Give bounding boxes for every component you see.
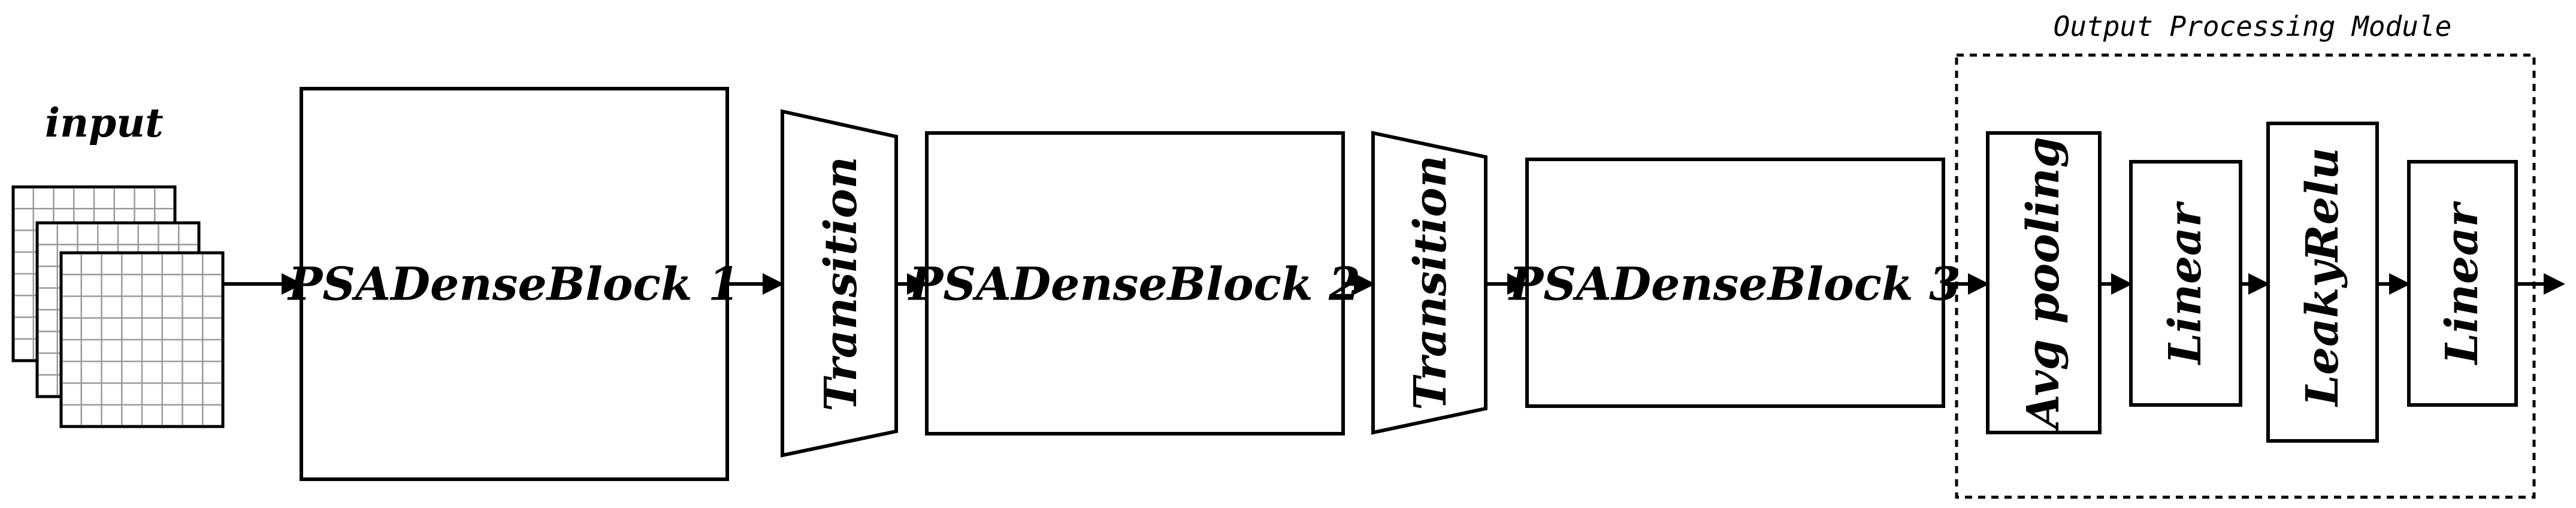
transition-2: Transition: [1371, 131, 1487, 435]
psa-dense-block-1-label: PSADenseBlock 1: [287, 258, 740, 311]
transition-2-label: Transition: [1405, 155, 1456, 410]
output-processing-module: Output Processing Module Avg pooling Lin…: [1955, 10, 2536, 499]
psa-dense-block-3-label: PSADenseBlock 3: [1508, 258, 1961, 311]
input-label: input: [45, 99, 164, 146]
input-feature-maps: [11, 185, 225, 428]
avg-pooling-layer: Avg pooling: [1986, 131, 2102, 434]
avg-pooling-label: Avg pooling: [2018, 137, 2069, 432]
leaky-relu-label: LeakyRelu: [2297, 147, 2348, 407]
linear-2-label: Linear: [2436, 201, 2488, 365]
transition-1-label: Transition: [815, 156, 867, 412]
psa-dense-block-1: PSADenseBlock 1: [287, 87, 740, 481]
leaky-relu-layer: LeakyRelu: [2266, 122, 2379, 443]
output-module-border: [1955, 53, 2536, 499]
psa-dense-block-2: PSADenseBlock 2: [908, 131, 1360, 436]
psa-dense-block-2-label: PSADenseBlock 2: [908, 258, 1360, 311]
linear-layer-1: Linear: [2129, 160, 2242, 407]
transition-1: Transition: [781, 109, 898, 458]
linear-1-label: Linear: [2160, 201, 2211, 365]
psa-dense-block-3: PSADenseBlock 3: [1508, 158, 1961, 408]
linear-layer-2: Linear: [2407, 160, 2518, 407]
output-module-title: Output Processing Module: [2054, 10, 2452, 43]
input-grid-front: [59, 251, 225, 428]
